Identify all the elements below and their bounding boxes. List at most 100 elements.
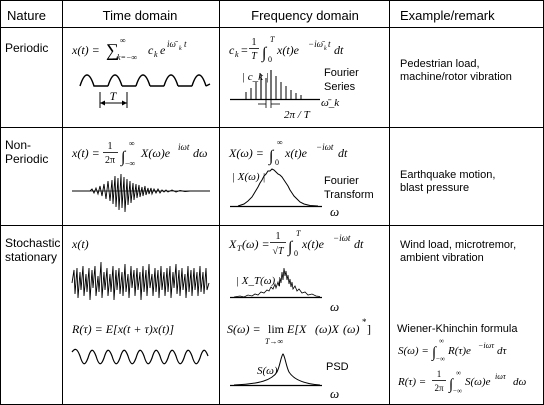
svg-text:X(ω) =: X(ω) = bbox=[228, 146, 264, 160]
svg-text:k=−∞: k=−∞ bbox=[117, 53, 137, 62]
svg-text:∞: ∞ bbox=[456, 369, 461, 377]
periodic-waveform bbox=[79, 74, 211, 87]
svg-text:0: 0 bbox=[275, 158, 279, 167]
remark-line-1: Pedestrian load, bbox=[400, 58, 480, 70]
svg-text:x(t)e: x(t)e bbox=[284, 146, 308, 160]
svg-text:∞: ∞ bbox=[277, 138, 283, 147]
svg-text:∞: ∞ bbox=[129, 139, 135, 148]
svg-text:T: T bbox=[270, 35, 275, 44]
time-formula: x(t) = ∑ ∞ k=−∞ c k e iω̄ k t bbox=[71, 36, 187, 62]
freq-formula: c k = 1 T ∫ T 0 x(t)e −iω̄ k t dt bbox=[229, 35, 344, 64]
earthquake-waveform bbox=[72, 173, 210, 213]
svg-text:S(ω)e: S(ω)e bbox=[465, 376, 491, 388]
remark-line-2: blast pressure bbox=[400, 182, 469, 194]
svg-text:(ω)X: (ω)X bbox=[315, 322, 339, 336]
period-marker: T bbox=[99, 89, 128, 108]
svg-text:1: 1 bbox=[276, 231, 281, 242]
header-nature: Nature bbox=[7, 8, 46, 23]
nature-label-1: Stochastic bbox=[5, 236, 60, 250]
svg-text:k: k bbox=[324, 46, 327, 52]
svg-text:(ω) =: (ω) = bbox=[242, 237, 270, 251]
svg-text:−iωt: −iωt bbox=[316, 142, 334, 152]
svg-text:∞: ∞ bbox=[120, 36, 126, 45]
svg-text:iωt: iωt bbox=[178, 142, 190, 152]
svg-text:√T: √T bbox=[272, 246, 284, 257]
omega-axis-label: ω bbox=[330, 299, 339, 314]
svg-text:e: e bbox=[160, 43, 166, 57]
psd-spectrum: S(ω) PSD ω bbox=[230, 353, 349, 401]
omega-axis-label: ω bbox=[330, 204, 339, 219]
svg-text:(ω): (ω) bbox=[343, 322, 359, 336]
random-waveform bbox=[71, 261, 210, 301]
svg-text:∫: ∫ bbox=[120, 149, 127, 167]
svg-text:iωτ: iωτ bbox=[495, 372, 507, 381]
svg-text:∫: ∫ bbox=[268, 148, 275, 166]
svg-text:]: ] bbox=[367, 322, 371, 336]
svg-text:dt: dt bbox=[354, 237, 364, 251]
svg-text:∫: ∫ bbox=[448, 377, 455, 393]
svg-text:lim: lim bbox=[268, 322, 285, 336]
svg-text:=: = bbox=[241, 43, 248, 57]
svg-text:c: c bbox=[229, 43, 235, 57]
omega-k-label: ω̄_k bbox=[321, 97, 340, 109]
svg-text:−∞: −∞ bbox=[125, 159, 136, 168]
svg-text:k: k bbox=[179, 46, 182, 52]
svg-text:dω: dω bbox=[193, 146, 207, 160]
svg-text:X: X bbox=[228, 237, 237, 251]
svg-text:R(τ)e: R(τ)e bbox=[447, 345, 471, 357]
header-frequency-domain: Frequency domain bbox=[251, 8, 359, 23]
svg-text:0: 0 bbox=[268, 55, 272, 64]
remark-line-2: ambient vibration bbox=[400, 252, 484, 264]
table-header: Nature Time domain Frequency domain Exam… bbox=[7, 8, 495, 23]
svg-text:∫: ∫ bbox=[431, 345, 438, 361]
svg-text:1: 1 bbox=[437, 369, 442, 379]
row-stochastic: Stochastic stationary x(t) X T (ω) = 1 √… bbox=[5, 229, 516, 314]
svg-text:T→∞: T→∞ bbox=[265, 337, 283, 346]
ck-label: | c_k | bbox=[242, 71, 269, 83]
svg-text:dτ: dτ bbox=[497, 345, 508, 357]
svg-text:c: c bbox=[148, 43, 154, 57]
random-spectrum: | X_T(ω) | ω bbox=[230, 267, 339, 314]
svg-text:t: t bbox=[184, 39, 187, 49]
svg-text:T: T bbox=[296, 229, 301, 238]
svg-text:R(τ) =: R(τ) = bbox=[397, 376, 426, 388]
omega-axis-label: ω bbox=[330, 386, 339, 401]
svg-text:x(t)e: x(t)e bbox=[276, 43, 300, 57]
svg-text:2π: 2π bbox=[434, 383, 444, 393]
wiener-khinchin: Wiener-Khinchin formula S(ω) = ∫ ∞ −∞ R(… bbox=[397, 323, 527, 395]
row-correlation-psd: R(τ) = E[x(t + τ)x(t)] S(ω) = lim T→∞ E[… bbox=[71, 317, 527, 401]
svg-text:x(t) =: x(t) = bbox=[71, 146, 100, 160]
correlation-waveform bbox=[71, 348, 209, 365]
period-label: T bbox=[110, 89, 118, 103]
svg-text:E[X: E[X bbox=[286, 322, 307, 336]
S-omega-label: S(ω) bbox=[257, 365, 278, 377]
svg-text:x(t)e: x(t)e bbox=[301, 237, 325, 251]
svg-text:k: k bbox=[154, 50, 158, 59]
freq-formula: S(ω) = lim T→∞ E[X (ω)X (ω) * ] bbox=[227, 317, 371, 346]
freq-formula: X(ω) = ∫ ∞ 0 x(t)e −iωt dt bbox=[228, 138, 348, 167]
svg-text:−iωτ: −iωτ bbox=[478, 341, 495, 350]
remark-line-2: machine/rotor vibration bbox=[400, 71, 512, 83]
svg-text:−iωt: −iωt bbox=[333, 233, 351, 243]
svg-text:−iω̄: −iω̄ bbox=[308, 39, 326, 49]
fourier-label: Fourier bbox=[324, 67, 359, 79]
svg-text:x(t) =: x(t) = bbox=[71, 43, 100, 57]
freq-formula: X T (ω) = 1 √T ∫ T 0 x(t)e −iωt dt bbox=[228, 229, 364, 258]
svg-text:S(ω) =: S(ω) = bbox=[227, 322, 261, 336]
svg-text:∞: ∞ bbox=[439, 337, 444, 345]
svg-text:1: 1 bbox=[108, 141, 113, 152]
svg-text:dt: dt bbox=[338, 146, 348, 160]
svg-text:t: t bbox=[328, 39, 331, 49]
svg-text:∑: ∑ bbox=[106, 40, 119, 60]
time-formula: x(t) bbox=[71, 237, 89, 251]
fourier-transform-spectrum: | X(ω) | Fourier Transform ω bbox=[230, 168, 374, 219]
series-label: Series bbox=[324, 81, 356, 93]
X-omega-label: | X(ω) | bbox=[232, 171, 265, 183]
svg-text:dt: dt bbox=[334, 43, 344, 57]
remark-line-1: Wind load, microtremor, bbox=[400, 239, 516, 251]
svg-text:2π: 2π bbox=[105, 155, 115, 166]
remark-line-1: Wiener-Khinchin formula bbox=[397, 323, 518, 335]
nature-label-2: stationary bbox=[5, 250, 57, 264]
